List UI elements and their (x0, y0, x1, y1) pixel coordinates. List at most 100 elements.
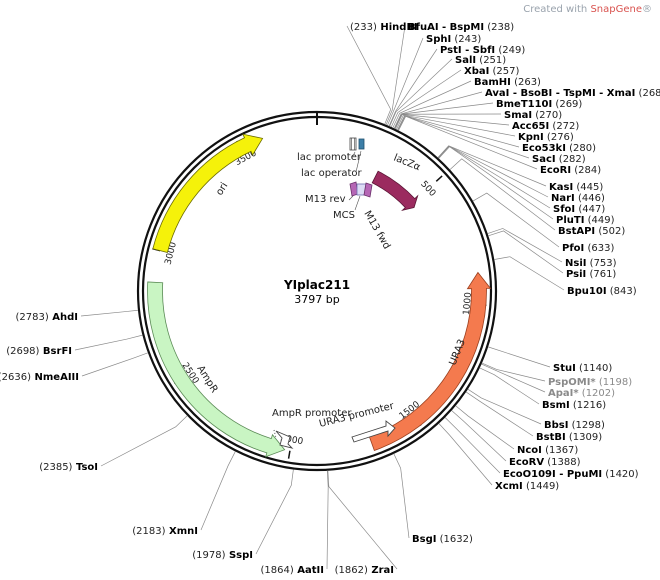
site-leader (455, 405, 515, 450)
site-label[interactable]: EcoO109I - PpuMI (1420) (503, 469, 639, 480)
site-label[interactable]: SfoI (447) (553, 204, 605, 215)
ampr-hatch (273, 429, 277, 439)
site-position: (1198) (596, 377, 633, 388)
site-leader (393, 91, 483, 129)
site-leader (80, 309, 139, 317)
site-leader (472, 192, 560, 248)
site-label[interactable]: Eco53kI (280) (522, 143, 596, 154)
site-label[interactable]: PfoI (633) (562, 243, 614, 254)
site-leader (392, 80, 472, 128)
watermark-suffix: ® (642, 4, 652, 15)
site-label[interactable]: (2636) NmeAIII (0, 372, 79, 383)
site-leader (398, 115, 538, 170)
site-name: Eco53kI (522, 143, 566, 154)
ura3-promoter-feature[interactable] (351, 420, 396, 443)
site-label[interactable]: EcoRV (1388) (509, 457, 581, 468)
site-label[interactable]: (2183) XmnI (132, 526, 198, 537)
lac-promoter-pointer (351, 151, 356, 159)
lac-promoter-label: lac promoter (297, 152, 362, 163)
site-leader (449, 158, 556, 231)
site-label[interactable]: SphI (243) (426, 34, 481, 45)
site-label[interactable]: PspOMI* (1198) (548, 377, 632, 388)
site-position: (1388) (544, 457, 581, 468)
site-label[interactable]: SacI (282) (532, 154, 586, 165)
site-name: BbsI (544, 420, 568, 431)
site-label[interactable]: (1862) ZraI (335, 565, 394, 576)
site-label[interactable]: StuI (1140) (553, 363, 612, 374)
site-name: BmeT110I (496, 99, 552, 110)
site-name: BsrFI (39, 346, 72, 357)
site-label[interactable]: EcoRI (284) (540, 165, 601, 176)
site-label[interactable]: BstBI (1309) (536, 432, 602, 443)
m13-fwd-feature[interactable] (363, 182, 373, 198)
site-label[interactable]: BsmI (1216) (542, 400, 606, 411)
tick-mark (287, 450, 291, 459)
ori-feature[interactable] (152, 133, 264, 253)
site-label[interactable]: KasI (445) (549, 182, 603, 193)
site-label[interactable]: NsiI (753) (565, 258, 617, 269)
site-label[interactable]: PsiI (761) (566, 269, 616, 280)
site-label[interactable]: BmeT110I (269) (496, 99, 582, 110)
site-name: SmaI (504, 110, 532, 121)
site-label[interactable]: ApaI* (1202) (548, 388, 615, 399)
site-label[interactable]: BstAPI (502) (558, 226, 625, 237)
ampr-feature[interactable] (147, 281, 286, 458)
site-label[interactable]: (1978) SspI (192, 550, 253, 561)
site-label[interactable]: Bpu10I (843) (567, 286, 637, 297)
site-label[interactable]: AvaI - BsoBI - TspMI - XmaI (268) (485, 88, 660, 99)
site-position: (1216) (570, 400, 607, 411)
site-position: (1140) (576, 363, 613, 374)
site-label[interactable]: SalI (251) (455, 55, 506, 66)
site-leader (346, 25, 392, 125)
site-label[interactable]: Acc65I (272) (512, 121, 579, 132)
lac-operator-pointer (355, 150, 362, 173)
site-name: SacI (532, 154, 556, 165)
site-name: NmeAIII (31, 372, 79, 383)
site-position: (263) (511, 77, 541, 88)
site-leader (438, 145, 551, 209)
site-label[interactable]: PstI - SbfI (249) (440, 45, 525, 56)
site-leader (397, 115, 530, 159)
site-label[interactable]: KpnI (276) (518, 132, 574, 143)
site-label[interactable]: (2783) AhdI (16, 312, 78, 323)
site-label[interactable]: (2698) BsrFI (6, 346, 72, 357)
site-position: (761) (586, 269, 616, 280)
site-leader (488, 230, 564, 274)
site-leader (397, 115, 520, 148)
site-label[interactable]: XcmI (1449) (495, 481, 559, 492)
lacza-feature[interactable] (371, 170, 419, 212)
site-position: (268) (635, 88, 660, 99)
site-position: (272) (549, 121, 579, 132)
site-name: KasI (549, 182, 573, 193)
site-leader (479, 367, 540, 405)
site-name: ApaI* (548, 388, 579, 399)
site-label[interactable]: XbaI (257) (464, 66, 520, 77)
site-position: (633) (584, 243, 614, 254)
site-position: (257) (489, 66, 519, 77)
lac-operator-feature[interactable] (358, 138, 365, 150)
site-leader (465, 391, 534, 437)
site-label[interactable]: BbsI (1298) (544, 420, 605, 431)
site-label[interactable]: (1864) AatII (261, 565, 324, 576)
site-label[interactable]: (233) HindIII (350, 22, 418, 33)
site-label[interactable]: NarI (446) (551, 193, 605, 204)
site-label[interactable]: BfuAI - BspMI (238) (408, 22, 514, 33)
site-position: (843) (607, 286, 637, 297)
site-position: (2783) (16, 312, 49, 323)
m13-rev-pointer (348, 195, 354, 201)
m13-fwd-label: M13 fwd (361, 209, 392, 251)
site-label[interactable]: (2385) TsoI (39, 462, 98, 473)
site-leader (255, 469, 294, 555)
ampr-promoter-feature[interactable] (275, 430, 294, 449)
site-label[interactable]: PluTI (449) (556, 215, 615, 226)
site-label[interactable]: NcoI (1367) (517, 445, 578, 456)
site-position: (1978) (192, 550, 225, 561)
lac-promoter-feature[interactable] (349, 137, 357, 151)
site-name: PsiI (566, 269, 586, 280)
site-leader (394, 114, 510, 130)
site-label[interactable]: SmaI (270) (504, 110, 562, 121)
site-label[interactable]: BamHI (263) (474, 77, 541, 88)
site-label[interactable]: BsgI (1632) (412, 534, 473, 545)
